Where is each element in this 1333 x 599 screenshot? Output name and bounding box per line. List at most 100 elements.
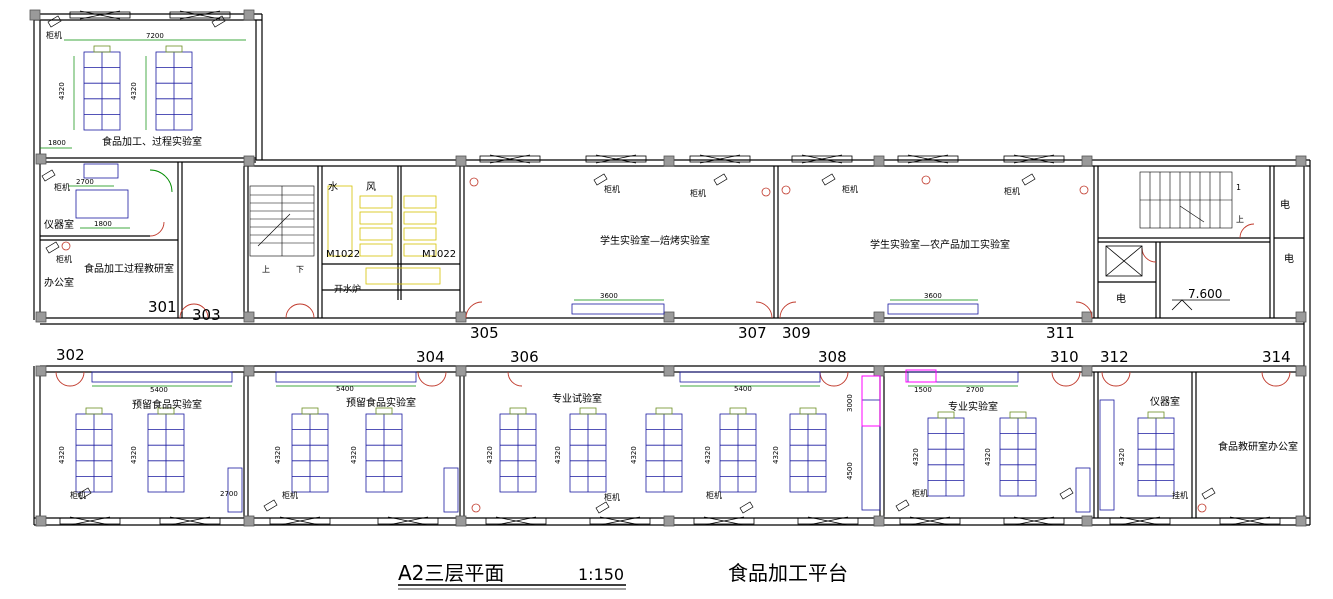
- columns: [29, 9, 1307, 527]
- room-number-312: 312: [1100, 348, 1129, 366]
- ac-unit-icon: [1021, 173, 1036, 186]
- stair-up-2: 上: [1236, 215, 1244, 224]
- room-food-process-lab: 食品加工、过程实验室: [102, 135, 202, 148]
- dim-4320-k: 4320: [772, 446, 780, 464]
- ac-units: [41, 15, 1216, 514]
- ac-unit-icon: [41, 169, 56, 182]
- room-number-314: 314: [1262, 348, 1291, 366]
- dim-4320-c: 4320: [58, 446, 66, 464]
- dim-1500: 1500: [914, 386, 932, 394]
- room-number-304: 304: [416, 348, 445, 366]
- label-cabinet-1: 柜机: [46, 30, 62, 40]
- ac-unit-icon: [595, 501, 610, 514]
- label-cabinet-10: 柜机: [604, 492, 620, 502]
- room-number-311: 311: [1046, 324, 1075, 342]
- room-labels: 食品加工、过程实验室 仪器室 办公室 食品加工过程教研室 水 风 开水炉 学生实…: [44, 135, 1298, 453]
- dim-2700b: 2700: [966, 386, 984, 394]
- room-numbers: 301 303 305 307 309 311 302 304 306 308 …: [56, 298, 1291, 366]
- dim-2700a: 2700: [76, 178, 94, 186]
- equipment-labels: 柜机 柜机 柜机 柜机 柜机 柜机 柜机 柜机 柜机 柜机 柜机 柜机 挂机: [46, 30, 1188, 502]
- dim-3000: 3000: [846, 394, 854, 412]
- room-number-302: 302: [56, 346, 85, 364]
- room-retain-1: 预留食品实验室: [132, 398, 202, 411]
- room-number-303: 303: [192, 306, 221, 324]
- ac-unit-icon: [263, 499, 278, 512]
- label-cabinet-4: 柜机: [604, 184, 620, 194]
- room-instrument-2: 仪器室: [1150, 395, 1180, 408]
- label-cabinet-2: 柜机: [54, 182, 70, 192]
- room-elec-3: 电: [1284, 252, 1294, 265]
- dim-4320-a: 4320: [58, 82, 66, 100]
- room-number-310: 310: [1050, 348, 1079, 366]
- ac-unit-icon: [45, 241, 60, 254]
- label-cabinet-7: 柜机: [1004, 186, 1020, 196]
- ac-unit-icon: [77, 487, 92, 500]
- label-hanger: 挂机: [1172, 490, 1188, 500]
- dim-5400c: 5400: [734, 385, 752, 393]
- room-water: 水: [328, 181, 338, 193]
- dim-4320-b: 4320: [130, 82, 138, 100]
- stair-down: 下: [296, 265, 304, 274]
- dimension-labels: 7200 1800 2700 1800 3600 3600 5400 5400 …: [48, 32, 1126, 498]
- ac-unit-icon: [593, 173, 608, 186]
- label-cabinet-3: 柜机: [56, 254, 72, 264]
- label-cabinet-8: 柜机: [70, 490, 86, 500]
- elevator: [1105, 245, 1143, 277]
- door-labels: M1022 M1022: [326, 249, 456, 260]
- room-elec-1: 电: [1116, 292, 1126, 305]
- dim-5400b: 5400: [336, 385, 354, 393]
- doors: [55, 169, 1291, 387]
- level-value: 7.600: [1188, 287, 1222, 301]
- room-number-308: 308: [818, 348, 847, 366]
- label-cabinet-6: 柜机: [842, 184, 858, 194]
- room-office: 办公室: [44, 276, 74, 289]
- windows: [59, 10, 1281, 526]
- dim-4320-i: 4320: [630, 446, 638, 464]
- room-wind: 风: [366, 181, 376, 193]
- drawing-title: A2三层平面 1:150 食品加工平台: [398, 561, 848, 590]
- room-food-teach-office: 食品教研室办公室: [1218, 440, 1298, 453]
- dimension-lines: [40, 39, 1018, 387]
- dim-3600b: 3600: [924, 292, 942, 300]
- title-main: A2三层平面: [398, 561, 504, 585]
- ac-unit-icon: [1059, 487, 1074, 500]
- dim-7200: 7200: [146, 32, 164, 40]
- room-pro-test: 专业试验室: [552, 392, 602, 405]
- stair-one: 1: [1236, 183, 1241, 192]
- dim-3600a: 3600: [600, 292, 618, 300]
- ac-unit-icon: [713, 173, 728, 186]
- label-cabinet-11: 柜机: [706, 490, 722, 500]
- dim-1800: 1800: [48, 139, 66, 147]
- ac-unit-icon: [1201, 487, 1216, 500]
- dim-2700c: 2700: [220, 490, 238, 498]
- dim-4500: 4500: [846, 462, 854, 480]
- room-baking: 学生实验室—焙烤实验室: [600, 234, 710, 247]
- title-scale: 1:150: [578, 565, 624, 584]
- room-retain-2: 预留食品实验室: [346, 396, 416, 409]
- title-subtitle: 食品加工平台: [728, 561, 848, 585]
- dim-4320-j: 4320: [704, 446, 712, 464]
- label-cabinet-9: 柜机: [282, 490, 298, 500]
- stair-up: 上: [262, 265, 270, 274]
- room-number-309: 309: [782, 324, 811, 342]
- dim-4320-e: 4320: [274, 446, 282, 464]
- pink-cabinets: [861, 369, 937, 427]
- dim-4320-h: 4320: [554, 446, 562, 464]
- room-number-307: 307: [738, 324, 767, 342]
- ac-unit-icon: [211, 15, 226, 28]
- room-food-research: 食品加工过程教研室: [84, 262, 174, 275]
- door-m1022-b: M1022: [422, 249, 456, 260]
- room-elec-2: 电: [1280, 198, 1290, 211]
- dim-4320-l: 4320: [912, 448, 920, 466]
- dim-5400a: 5400: [150, 386, 168, 394]
- label-cabinet-12: 柜机: [912, 488, 928, 498]
- dim-4320-n: 4320: [1118, 448, 1126, 466]
- ac-unit-icon: [821, 173, 836, 186]
- room-number-301: 301: [148, 298, 177, 316]
- sinks: [61, 175, 1207, 513]
- door-m1022-a: M1022: [326, 249, 360, 260]
- room-pro-lab: 专业实验室: [948, 400, 998, 413]
- dim-4320-g: 4320: [486, 446, 494, 464]
- wall-benches: [75, 163, 1115, 513]
- dim-4320-f: 4320: [350, 446, 358, 464]
